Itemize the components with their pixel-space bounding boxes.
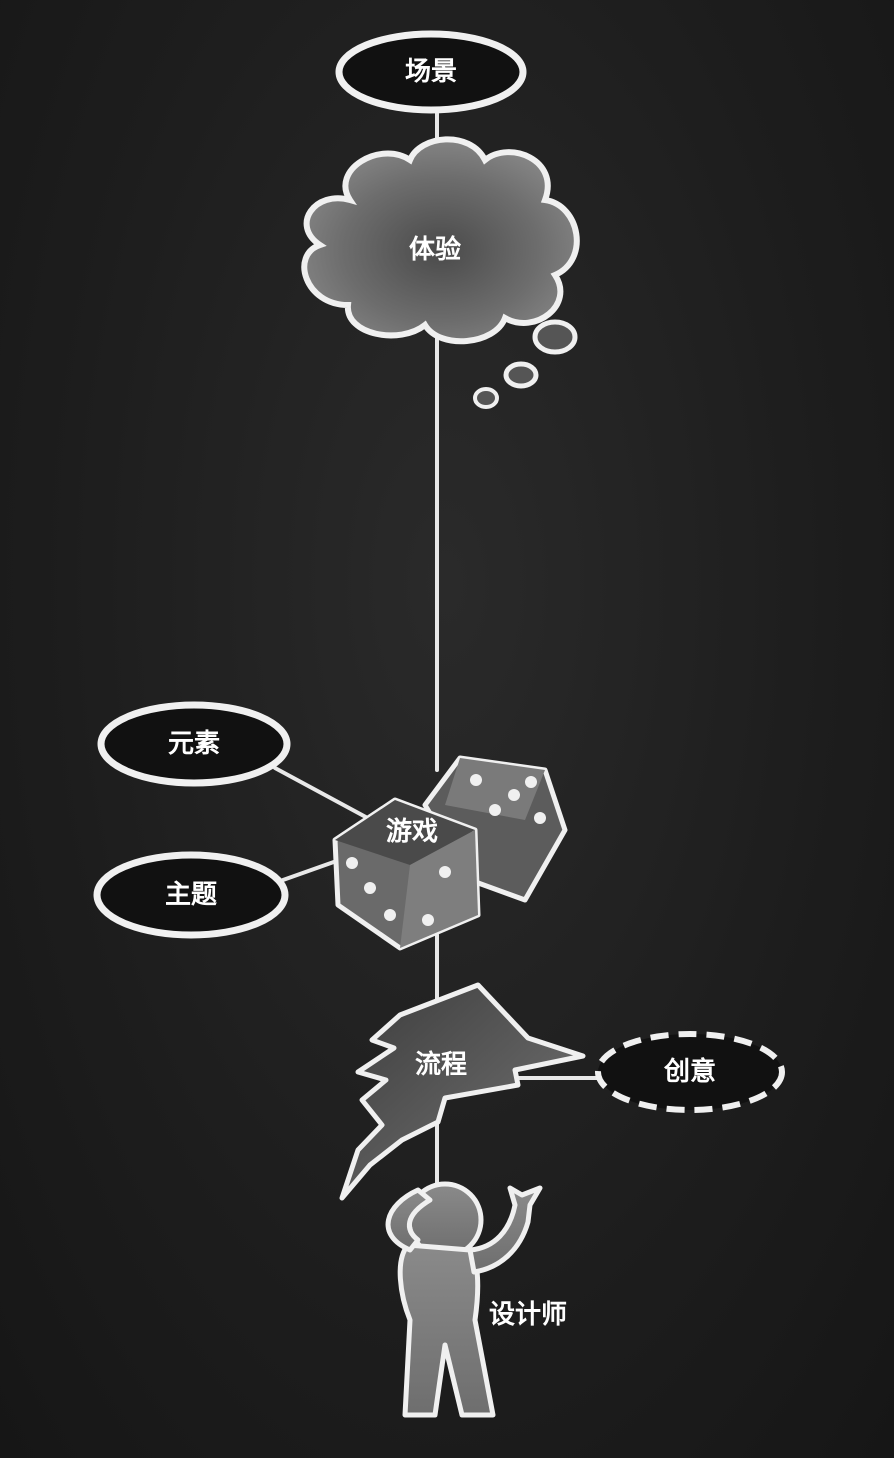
designer-node: 设计师: [385, 1181, 567, 1418]
creativity-node: 创意: [595, 1031, 785, 1113]
game-node: 游戏: [332, 755, 568, 951]
theme-node: 主题: [93, 851, 289, 939]
scene-label: 场景: [405, 57, 457, 87]
experience-label: 体验: [409, 234, 461, 265]
scene-node: 场景: [335, 30, 527, 114]
element-node: 元素: [97, 701, 291, 787]
process-label: 流程: [415, 1050, 467, 1080]
lightning-icon: [339, 982, 586, 1201]
dice-icon: [332, 755, 568, 951]
cloud-icon: [301, 136, 580, 409]
process-node: 流程: [339, 982, 586, 1201]
theme-label: 主题: [165, 880, 217, 910]
game-label: 游戏: [386, 817, 438, 847]
creativity-label: 创意: [663, 1056, 716, 1087]
connector-element-game: [273, 766, 377, 824]
person-icon: [385, 1181, 543, 1418]
designer-label: 设计师: [489, 1300, 567, 1330]
experience-node: 体验: [301, 136, 580, 409]
element-label: 元素: [168, 729, 220, 759]
